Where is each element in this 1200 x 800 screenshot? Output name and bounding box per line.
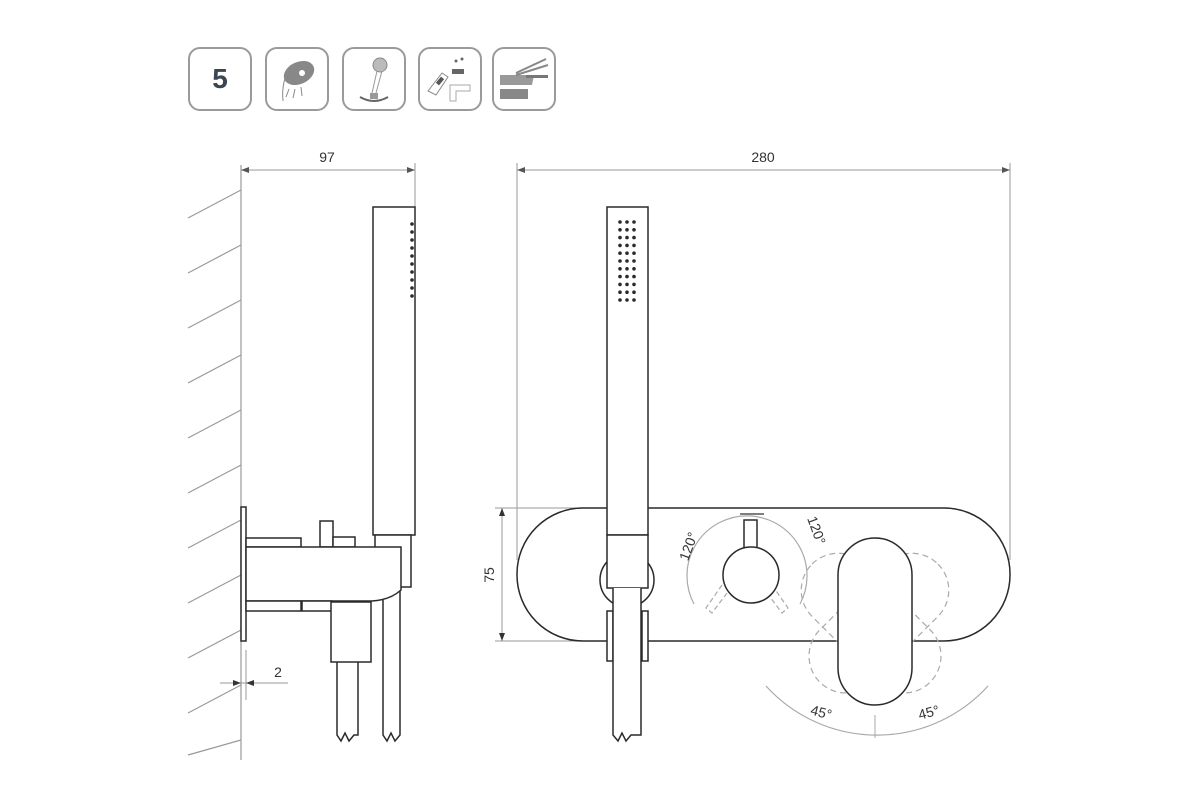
spray-nozzle bbox=[625, 251, 629, 255]
flow-modes-badge: 5 bbox=[188, 47, 252, 111]
spray-nozzle bbox=[618, 235, 622, 240]
height-dimension-label: 75 bbox=[481, 567, 497, 583]
spray-nozzle bbox=[618, 243, 622, 248]
spray-nozzle bbox=[625, 228, 629, 232]
spray-nozzle bbox=[618, 274, 622, 279]
spray-nozzle bbox=[632, 251, 636, 255]
spray-nozzle bbox=[618, 267, 622, 271]
spray-nozzle bbox=[618, 298, 622, 302]
spray-nozzle bbox=[625, 274, 629, 279]
spray-nozzle bbox=[618, 251, 622, 255]
spray-nozzle bbox=[625, 282, 629, 287]
spray-nozzle bbox=[632, 228, 636, 232]
spray-nozzle bbox=[632, 290, 636, 295]
plate-gap-label: 2 bbox=[274, 664, 282, 680]
lever-angle-right: 45° bbox=[916, 702, 941, 723]
single-lever-mixer-icon bbox=[492, 47, 556, 111]
spray-nozzle bbox=[632, 235, 636, 240]
spray-nozzle bbox=[618, 228, 622, 232]
spray-nozzle bbox=[625, 298, 629, 302]
side-view: 97 2 bbox=[187, 149, 416, 760]
front-view: 280 75 (function(){var g=document.curren… bbox=[481, 149, 1011, 743]
spray-nozzle bbox=[618, 282, 622, 287]
spray-nozzle bbox=[625, 220, 629, 224]
lever-angle-left: 45° bbox=[809, 702, 834, 723]
hand-shower-front: (function(){var g=document.currentScript… bbox=[599, 206, 655, 743]
spray-nozzle bbox=[625, 267, 629, 271]
shower-head-spray-icon bbox=[265, 47, 329, 111]
spray-nozzle bbox=[632, 259, 636, 263]
spray-nozzle bbox=[632, 267, 636, 271]
mixer-body-side bbox=[240, 506, 402, 743]
spray-nozzle bbox=[618, 290, 622, 295]
spray-nozzle bbox=[632, 282, 636, 287]
spray-nozzle bbox=[618, 259, 622, 263]
plate-gap-dimension bbox=[220, 650, 288, 700]
height-dimension bbox=[495, 507, 580, 642]
hand-shower-side bbox=[372, 206, 416, 743]
mixer-lever: 45° 45° bbox=[765, 537, 989, 738]
spray-nozzle bbox=[625, 235, 629, 240]
spray-nozzle bbox=[632, 220, 636, 224]
depth-dimension bbox=[241, 163, 416, 210]
width-dimension bbox=[516, 163, 1011, 560]
hand-shower-holder-icon bbox=[342, 47, 406, 111]
spray-nozzle bbox=[625, 243, 629, 248]
depth-dimension-label: 97 bbox=[319, 149, 335, 165]
spray-nozzle bbox=[625, 290, 629, 295]
spray-nozzle bbox=[618, 220, 622, 224]
width-dimension-label: 280 bbox=[751, 149, 775, 165]
easy-clean-icon bbox=[418, 47, 482, 111]
wall-hatching bbox=[187, 165, 242, 760]
flow-modes-count: 5 bbox=[212, 63, 228, 94]
spray-nozzle bbox=[632, 243, 636, 248]
spray-nozzle bbox=[625, 259, 629, 263]
spray-nozzle bbox=[632, 298, 636, 302]
spray-nozzle bbox=[632, 274, 636, 279]
